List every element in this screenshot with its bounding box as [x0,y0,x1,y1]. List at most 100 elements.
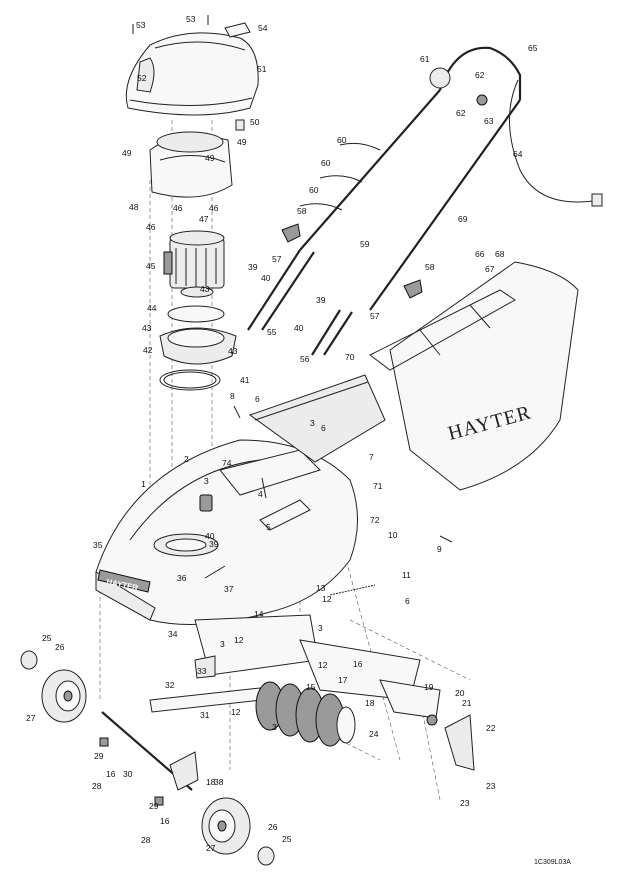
height-adjust-bracket [379,679,475,771]
callout-4: 4 [258,489,263,499]
callout-13: 13 [316,583,326,593]
callout-26: 26 [268,822,278,832]
callout-29: 29 [94,751,104,761]
cover-screws [132,15,209,34]
callout-44: 44 [147,303,157,313]
callout-46: 46 [146,222,156,232]
callout-12: 12 [322,594,332,604]
callout-61: 61 [420,54,430,64]
callout-59: 59 [360,239,370,249]
callout-58: 58 [425,262,435,272]
callout-23: 23 [460,798,470,808]
callout-14: 14 [254,609,264,619]
callout-23: 23 [486,781,496,791]
callout-8: 8 [230,391,235,401]
callout-16: 16 [106,769,116,779]
callout-49: 49 [237,137,247,147]
callout-16: 16 [353,659,363,669]
motor [163,230,225,298]
mower-deck [95,439,358,625]
callout-60: 60 [309,185,319,195]
callout-28: 28 [141,835,151,845]
lower-handle [247,249,353,356]
callout-49: 49 [122,148,132,158]
callout-16: 16 [160,816,170,826]
callout-11: 11 [402,570,411,580]
callout-6: 6 [321,423,326,433]
callout-66: 66 [475,249,485,259]
motor-mount-plate [159,305,237,365]
callout-72: 72 [370,515,380,525]
callout-56: 56 [300,354,310,364]
callout-57: 57 [370,311,380,321]
callout-6: 6 [405,596,410,606]
deck-springs [204,405,453,596]
callout-46: 46 [173,203,183,213]
callout-51: 51 [257,64,267,74]
callout-45: 45 [146,261,156,271]
callout-53: 53 [136,20,146,30]
callout-26: 26 [55,642,65,652]
callout-54: 54 [258,23,268,33]
callout-52: 52 [137,73,147,83]
callout-2: 2 [184,454,189,464]
callout-48: 48 [129,202,139,212]
callout-36: 36 [177,573,187,583]
callout-3: 3 [204,476,209,486]
callout-39: 39 [209,539,219,549]
drive-seal-ring [159,369,221,391]
callout-3: 3 [310,418,315,428]
callout-65: 65 [528,43,538,53]
cable-clips [299,142,381,211]
callout-29: 29 [149,801,159,811]
callout-50: 50 [250,117,260,127]
callout-9: 9 [437,544,442,554]
callout-17: 17 [338,675,348,685]
callout-22: 22 [486,723,496,733]
callout-3: 3 [220,639,225,649]
callout-1: 1 [141,479,146,489]
callout-40: 40 [205,531,215,541]
callout-34: 34 [168,629,178,639]
callout-33: 33 [197,666,207,676]
callout-18: 18 [206,777,216,787]
callout-57: 57 [272,254,282,264]
callout-28: 28 [92,781,102,791]
callout-58: 58 [297,206,307,216]
callout-5: 5 [266,522,271,532]
callout-62: 62 [475,70,485,80]
callout-31: 31 [200,710,210,720]
callout-67: 67 [485,264,495,274]
power-cable [509,79,603,207]
callout-20: 20 [455,688,465,698]
handle-knobs [281,223,423,299]
callout-60: 60 [321,158,331,168]
callout-55: 55 [267,327,277,337]
drawing-code: 1C309L03A [534,859,571,866]
callout-27: 27 [26,713,36,723]
callout-7: 7 [369,452,374,462]
axle-clips [99,737,164,806]
rear-axle [101,711,199,791]
callout-63: 63 [484,116,494,126]
wheel-caps [20,650,275,866]
callout-70: 70 [345,352,355,362]
front-wheel-left [41,669,87,723]
motor-housing [149,119,245,198]
callout-24: 24 [369,729,379,739]
part-callouts: 1233333456667891011121212121314151616161… [26,14,538,853]
callout-39: 39 [248,262,258,272]
roller-brush [255,681,356,747]
rear-flap [248,374,386,463]
callout-30: 30 [123,769,133,779]
callout-25: 25 [282,834,292,844]
callout-32: 32 [165,680,175,690]
callout-18: 18 [365,698,375,708]
callout-40: 40 [294,323,304,333]
switch-box [429,67,488,106]
callout-69: 69 [458,214,468,224]
upper-handle [299,46,522,311]
callout-3: 3 [318,623,323,633]
callout-71: 71 [373,481,383,491]
